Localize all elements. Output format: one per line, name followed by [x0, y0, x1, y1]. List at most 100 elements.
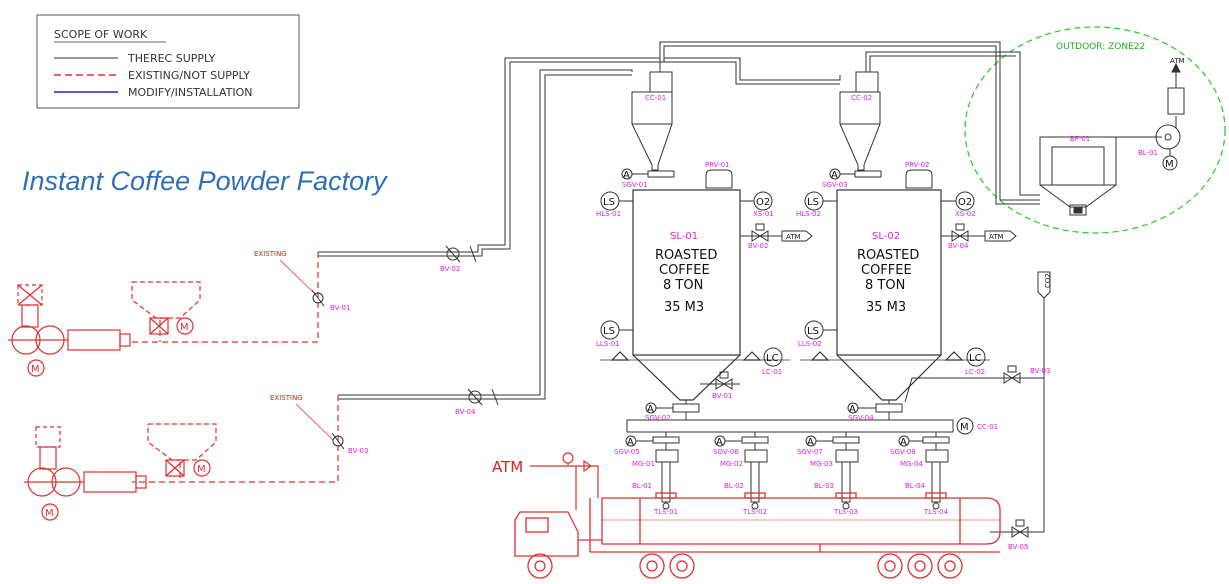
hls-1-symbol: LS: [603, 197, 615, 208]
existing-mill-1: [8, 281, 201, 377]
tag-bv-04-vent: BV-04: [948, 242, 969, 250]
atm-vent-2: ATM: [989, 233, 1004, 241]
tag-bv-02-line: BV-02: [440, 265, 460, 273]
existing-mill-2: [24, 423, 217, 521]
tag-cc-01-conveyor: CC-01: [977, 423, 998, 431]
existing-feeder-1-motor: M: [180, 322, 189, 333]
legend: SCOPE OF WORK THEREC SUPPLY EXISTING/NOT…: [36, 14, 300, 109]
tag-bv-03-co2: BV-03: [1030, 367, 1050, 375]
loader-3-analyzer: A: [807, 437, 814, 448]
tag-tls-04: TLS-04: [923, 508, 949, 516]
tag-prv-02: PRV-02: [905, 161, 930, 169]
tag-mg-04: MG-04: [900, 460, 923, 468]
tag-sgv-04: SGV-04: [848, 414, 874, 422]
tag-bv-02-vent: BV-02: [748, 242, 768, 250]
tag-bl-02: BL-02: [724, 482, 744, 490]
legend-label-existing: EXISTING/NOT SUPPLY: [128, 69, 250, 82]
conveying-lines: [318, 41, 1040, 400]
blower-motor-symbol: M: [1165, 159, 1174, 170]
tag-cc-02: CC-02: [851, 94, 872, 102]
existing-label-1: EXISTING: [254, 250, 287, 258]
existing-mill-2-motor: M: [45, 508, 54, 519]
lls-2-symbol: LS: [807, 326, 819, 337]
lc-1-symbol: LC: [766, 353, 779, 364]
bag-filter: [1039, 136, 1117, 216]
atm-label-top: ATM: [1170, 57, 1185, 65]
tag-bl-01: BL-01: [632, 482, 652, 490]
tag-bl-04: BL-04: [905, 482, 926, 490]
tag-sgv-06: SGV-06: [713, 448, 739, 456]
lls-1-symbol: LS: [603, 326, 615, 337]
tag-prv-01: PRV-01: [705, 161, 730, 169]
tag-bv-05: BV-05: [1008, 543, 1028, 551]
tag-hls-01: HLS-01: [596, 210, 621, 218]
silo-2-line-3: 8 TON: [865, 278, 905, 293]
tag-sgv-07: SGV-07: [797, 448, 823, 456]
top-sgv-valves: [621, 168, 882, 180]
cyclone-2: [839, 71, 881, 171]
silo-2-line-2: COFFEE: [861, 263, 912, 278]
atm-label-red: ATM: [492, 458, 523, 476]
silo-2-line-1: ROASTED: [857, 248, 919, 263]
existing-mill-1-motor: M: [31, 364, 40, 375]
bottom-sgv-1-analyzer: A: [647, 404, 654, 415]
tag-bv-03-line: BV-03: [348, 447, 368, 455]
tag-mg-02: MG-02: [720, 460, 743, 468]
tag-lls-01: LLS-01: [596, 340, 620, 348]
silo-instruments: [600, 191, 1017, 367]
legend-heading: SCOPE OF WORK: [54, 28, 148, 41]
tag-bl-03: BL-03: [814, 482, 834, 490]
tag-sgv-01: SGV-01: [622, 181, 648, 189]
silo-1-volume: 35 M3: [664, 300, 704, 315]
silo-2-body: [800, 189, 990, 401]
conveyor-motor-symbol: M: [960, 422, 969, 433]
hls-2-symbol: LS: [807, 197, 819, 208]
legend-label-supply: THEREC SUPPLY: [127, 52, 216, 65]
bottom-conveyor: [626, 400, 974, 435]
silo-1-line-3: 8 TON: [663, 278, 703, 293]
atm-red-line: [530, 452, 599, 510]
loader-2-analyzer: A: [716, 437, 723, 448]
tag-mg-01: MG-01: [632, 460, 655, 468]
tag-bf-01: BF-01: [1070, 135, 1090, 143]
zone-label: OUTDOOR: ZONE22: [1056, 42, 1145, 52]
page-title: Instant Coffee Powder Factory: [22, 166, 388, 196]
silo-1-line-1: ROASTED: [655, 248, 717, 263]
top-sgv-2-analyzer: A: [831, 170, 838, 181]
silo-1-id: SL-01: [670, 231, 698, 242]
loader-1-analyzer: A: [627, 437, 634, 448]
tag-tls-01: TLS-01: [653, 508, 678, 516]
tag-bv-01-bottom: BV-01: [712, 392, 732, 400]
atm-vent-1: ATM: [786, 233, 801, 241]
tag-hls-02: HLS-02: [796, 210, 821, 218]
silo-2-volume: 35 M3: [866, 300, 906, 315]
cyclone-1: [631, 71, 673, 171]
tag-sgv-03: SGV-03: [822, 181, 848, 189]
line-valves: [311, 245, 499, 450]
lc-2-symbol: LC: [969, 353, 982, 364]
tag-tls-03: TLS-03: [833, 508, 858, 516]
tag-cc-01: CC-01: [645, 94, 666, 102]
tag-xs-01: XS-01: [753, 210, 774, 218]
top-sgv-1-analyzer: A: [623, 170, 630, 181]
blower: [1116, 62, 1185, 171]
xs-2-symbol: O2: [958, 197, 972, 208]
tag-mg-03: MG-03: [810, 460, 833, 468]
xs-1-symbol: O2: [756, 197, 770, 208]
loading-stations: [625, 432, 950, 510]
tag-bv-01-line: BV-01: [330, 304, 350, 312]
prv-valves: [705, 169, 933, 189]
tag-sgv-02: SGV-02: [645, 414, 671, 422]
tag-lls-02: LLS-02: [798, 340, 822, 348]
existing-feeder-2-motor: M: [197, 464, 206, 475]
tag-bv-04-line: BV-04: [455, 408, 476, 416]
tag-xs-02: XS-02: [955, 210, 976, 218]
tag-lc-01: LC-01: [762, 368, 782, 376]
legend-label-modify: MODIFY/INSTALLATION: [128, 86, 253, 99]
tag-sgv-05: SGV-05: [614, 448, 640, 456]
silo-2-id: SL-02: [872, 231, 900, 242]
loader-4-analyzer: A: [900, 437, 907, 448]
tanker-truck: [514, 492, 1001, 579]
tag-bl-01-blower: BL-01: [1138, 149, 1158, 157]
